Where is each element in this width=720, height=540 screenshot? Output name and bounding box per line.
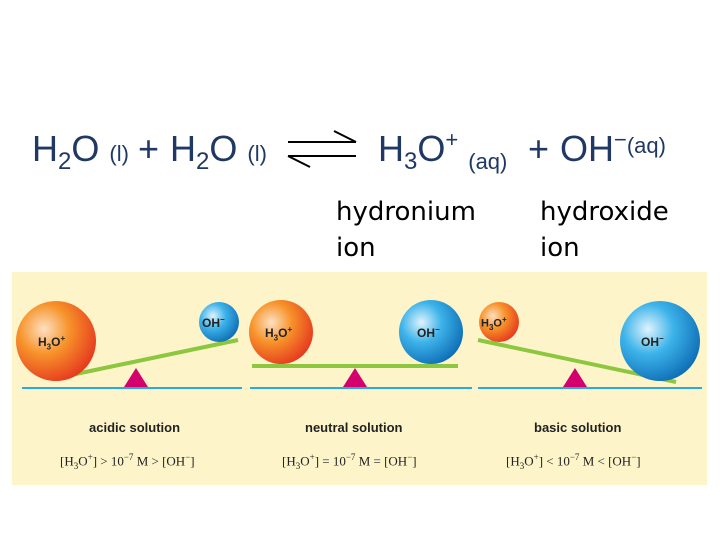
hydroxide-formula: OH−(aq) xyxy=(560,127,666,169)
acidic-formula: [H3O+] > 10−7 M > [OH−] xyxy=(60,452,195,471)
neutral-formula: [H3O+] = 10−7 M = [OH−] xyxy=(282,452,417,471)
hydronium-ball-icon xyxy=(479,302,519,342)
hydroxide-label: hydroxide ion xyxy=(540,197,669,263)
ion-label-left: H3O+ xyxy=(38,334,66,352)
ion-label-right: OH− xyxy=(641,334,664,349)
hydronium-label: hydronium ion xyxy=(336,197,476,263)
neutral-seesaw xyxy=(249,300,472,389)
hydroxide-ball-icon xyxy=(620,301,700,381)
hydroxide-ball-icon xyxy=(399,300,463,364)
fulcrum-icon xyxy=(563,368,587,387)
basic-caption: basic solution xyxy=(534,420,622,435)
equilibrium-arrow-icon xyxy=(287,130,357,168)
plus-sign-1: + xyxy=(138,128,160,169)
ion-label-left: H3O+ xyxy=(481,315,507,332)
beam xyxy=(51,338,239,381)
fulcrum-icon xyxy=(124,368,148,387)
ion-label-right: OH− xyxy=(202,315,225,330)
hydronium-ball-icon xyxy=(249,300,313,364)
fulcrum-icon xyxy=(343,368,367,387)
basic-formula: [H3O+] < 10−7 M < [OH−] xyxy=(506,452,641,471)
hydronium-ball-icon xyxy=(16,301,96,381)
seesaw-illustration xyxy=(16,300,702,389)
basic-seesaw xyxy=(477,301,702,389)
water-molecule-1: H2O (l) xyxy=(32,128,129,175)
ph-balance-panel: H3O+ OH− H3O+ OH− H3O+ OH− acidic soluti… xyxy=(12,272,707,485)
hydronium-formula: H3O+ (aq) xyxy=(378,127,508,175)
ion-label-left: H3O+ xyxy=(265,325,293,343)
ion-label-right: OH− xyxy=(417,325,440,340)
acidic-seesaw xyxy=(16,301,242,389)
plus-sign-2: + xyxy=(528,128,550,169)
acidic-caption: acidic solution xyxy=(89,420,181,435)
hydroxide-ball-icon xyxy=(199,302,239,342)
neutral-caption: neutral solution xyxy=(305,420,403,435)
water-molecule-2: H2O (l) xyxy=(170,128,267,175)
